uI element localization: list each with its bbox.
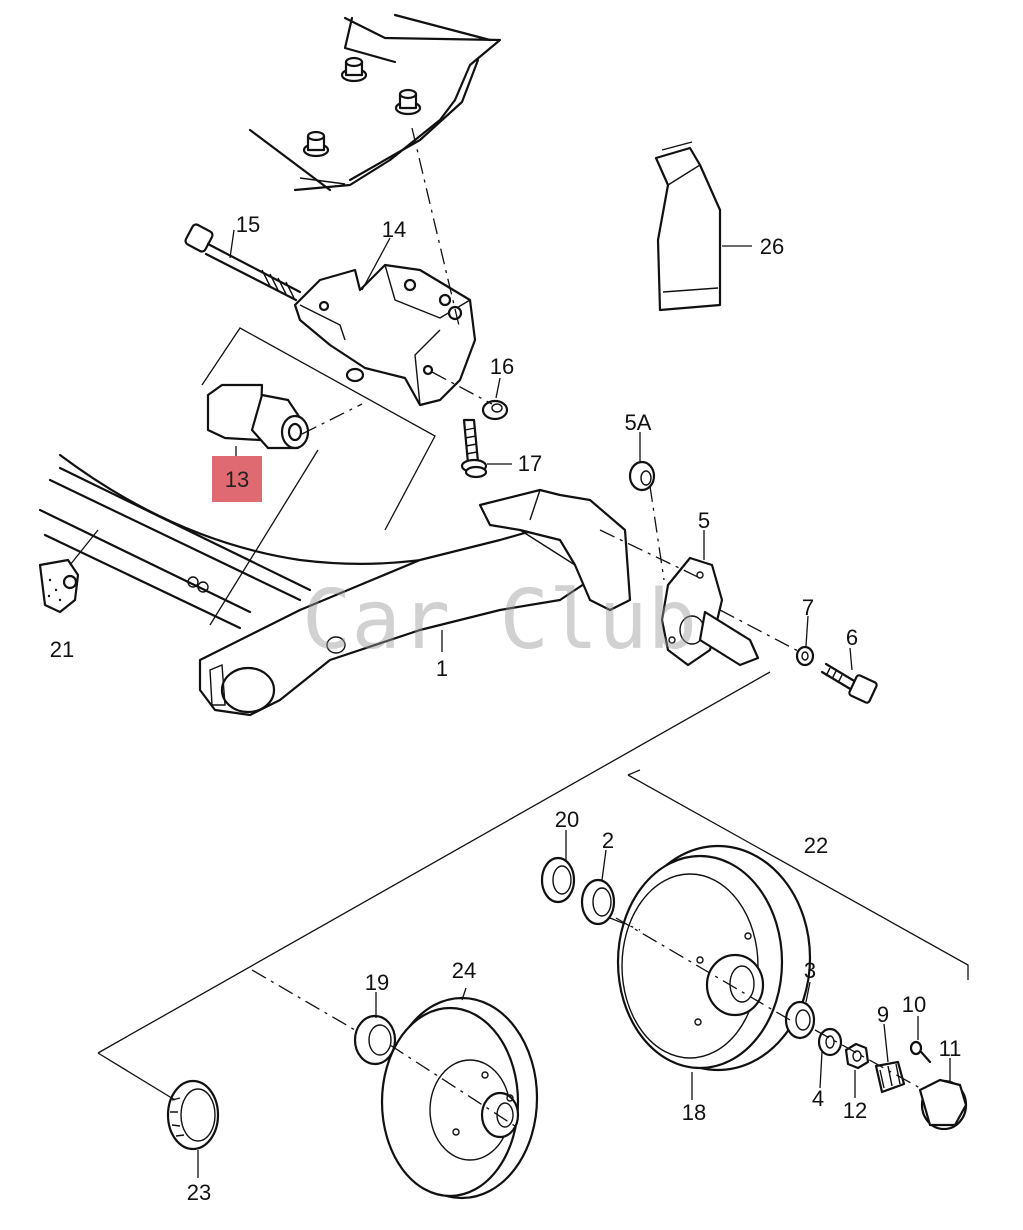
grease-tube-26 [654, 141, 722, 312]
body-studs [302, 56, 422, 158]
bearing-3 [784, 1000, 816, 1040]
brake-drum-18 [616, 844, 812, 1072]
part-labels: 15 14 26 16 13 17 5A 5 7 6 21 1 22 20 2 … [50, 212, 962, 1205]
label-23: 23 [187, 1180, 211, 1205]
rear-axle-beam-1 [38, 453, 632, 717]
label-24: 24 [452, 958, 476, 983]
label-9: 9 [877, 1002, 889, 1027]
bracket-14 [293, 263, 477, 407]
label-6: 6 [846, 625, 858, 650]
body-panel [248, 13, 502, 192]
nut-12 [844, 1042, 870, 1070]
stub-axle-5 [660, 556, 760, 667]
bracket-21 [38, 558, 80, 614]
label-20: 20 [555, 807, 579, 832]
label-4: 4 [812, 1086, 824, 1111]
bolt-15 [184, 223, 302, 302]
label-26: 26 [760, 234, 784, 259]
washer-5a [628, 460, 656, 492]
label-5: 5 [698, 508, 710, 533]
grease-cap-11 [918, 1078, 968, 1131]
washer-4 [817, 1027, 843, 1057]
cotter-pin-10 [909, 1040, 932, 1064]
label-13: 13 [225, 467, 249, 492]
label-5a: 5A [625, 410, 652, 435]
label-7: 7 [802, 595, 814, 620]
bush-13 [206, 383, 310, 450]
label-12: 12 [843, 1098, 867, 1123]
label-22: 22 [804, 833, 828, 858]
washer-7 [795, 645, 815, 667]
bolt-17 [460, 418, 488, 479]
label-18: 18 [682, 1100, 706, 1125]
label-14: 14 [382, 217, 406, 242]
label-10: 10 [902, 992, 926, 1017]
cap-9 [874, 1060, 906, 1094]
seal-19 [353, 1014, 397, 1066]
label-1: 1 [436, 656, 448, 681]
abs-ring-23 [166, 1079, 220, 1151]
label-19: 19 [365, 970, 389, 995]
highlight-13 [212, 456, 262, 502]
brake-disc-24 [380, 996, 539, 1200]
label-2: 2 [602, 828, 614, 853]
bolt-6 [820, 662, 878, 704]
label-3: 3 [804, 958, 816, 983]
bearing-2 [580, 878, 616, 926]
label-11: 11 [939, 1036, 962, 1061]
label-16: 16 [490, 354, 514, 379]
leader-lines [69, 127, 969, 1178]
label-15: 15 [236, 212, 260, 237]
watermark: Car Club [302, 573, 697, 668]
nut-16 [481, 399, 509, 421]
seal-20 [540, 856, 576, 904]
label-21: 21 [50, 637, 74, 662]
label-17: 17 [518, 451, 542, 476]
